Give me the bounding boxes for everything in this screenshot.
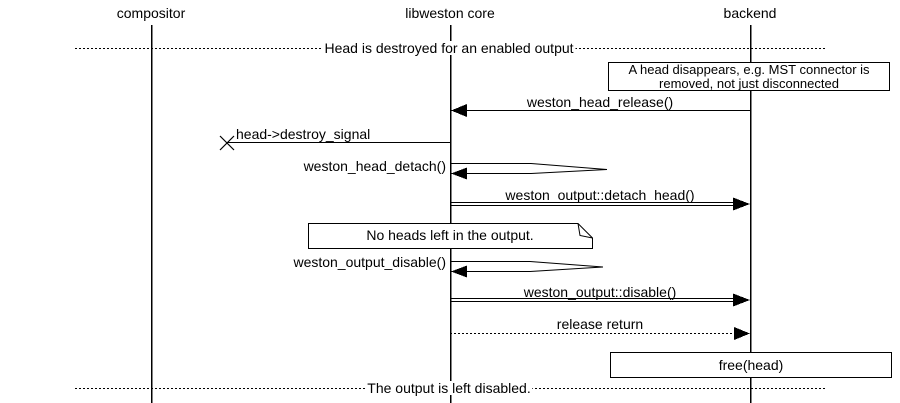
participant-libweston-core: libweston core [405,5,495,21]
participant-compositor: compositor [116,5,186,21]
note-fold-icon [577,223,593,239]
message-line-detach-head [450,202,742,206]
participant-backend: backend [723,5,777,21]
action-free-head: free(head) [610,352,892,378]
arrowhead-left-icon [451,265,467,278]
message-label-disable: weston_output::disable() [523,284,677,300]
self-message-disable [450,261,604,272]
self-message-detach [450,163,608,174]
message-label-release-return: release return [556,316,644,332]
arrowhead-right-icon [734,327,750,340]
note-shape [308,223,593,249]
message-label-destroy-signal: head->destroy_signal [236,126,371,142]
arrowhead-left-icon [451,104,467,117]
message-label-detach-head: weston_output::detach_head() [505,187,695,203]
note-head-disappears: A head disappears, e.g. MST connector is… [608,62,890,91]
divider-label-top: Head is destroyed for an enabled output [322,40,576,56]
message-label-head-release: weston_head_release() [526,94,674,110]
arrowhead-left-icon [451,167,467,180]
message-label-output-disable: weston_output_disable() [293,254,446,270]
arrowhead-right-icon [733,293,750,307]
lost-message-x-icon [219,135,235,151]
message-line-disable [450,298,742,302]
divider-label-bottom: The output is left disabled. [365,380,533,396]
arrowhead-right-icon [733,197,750,211]
message-label-head-detach: weston_head_detach() [303,158,446,174]
note-no-heads-left: No heads left in the output. [366,227,534,243]
